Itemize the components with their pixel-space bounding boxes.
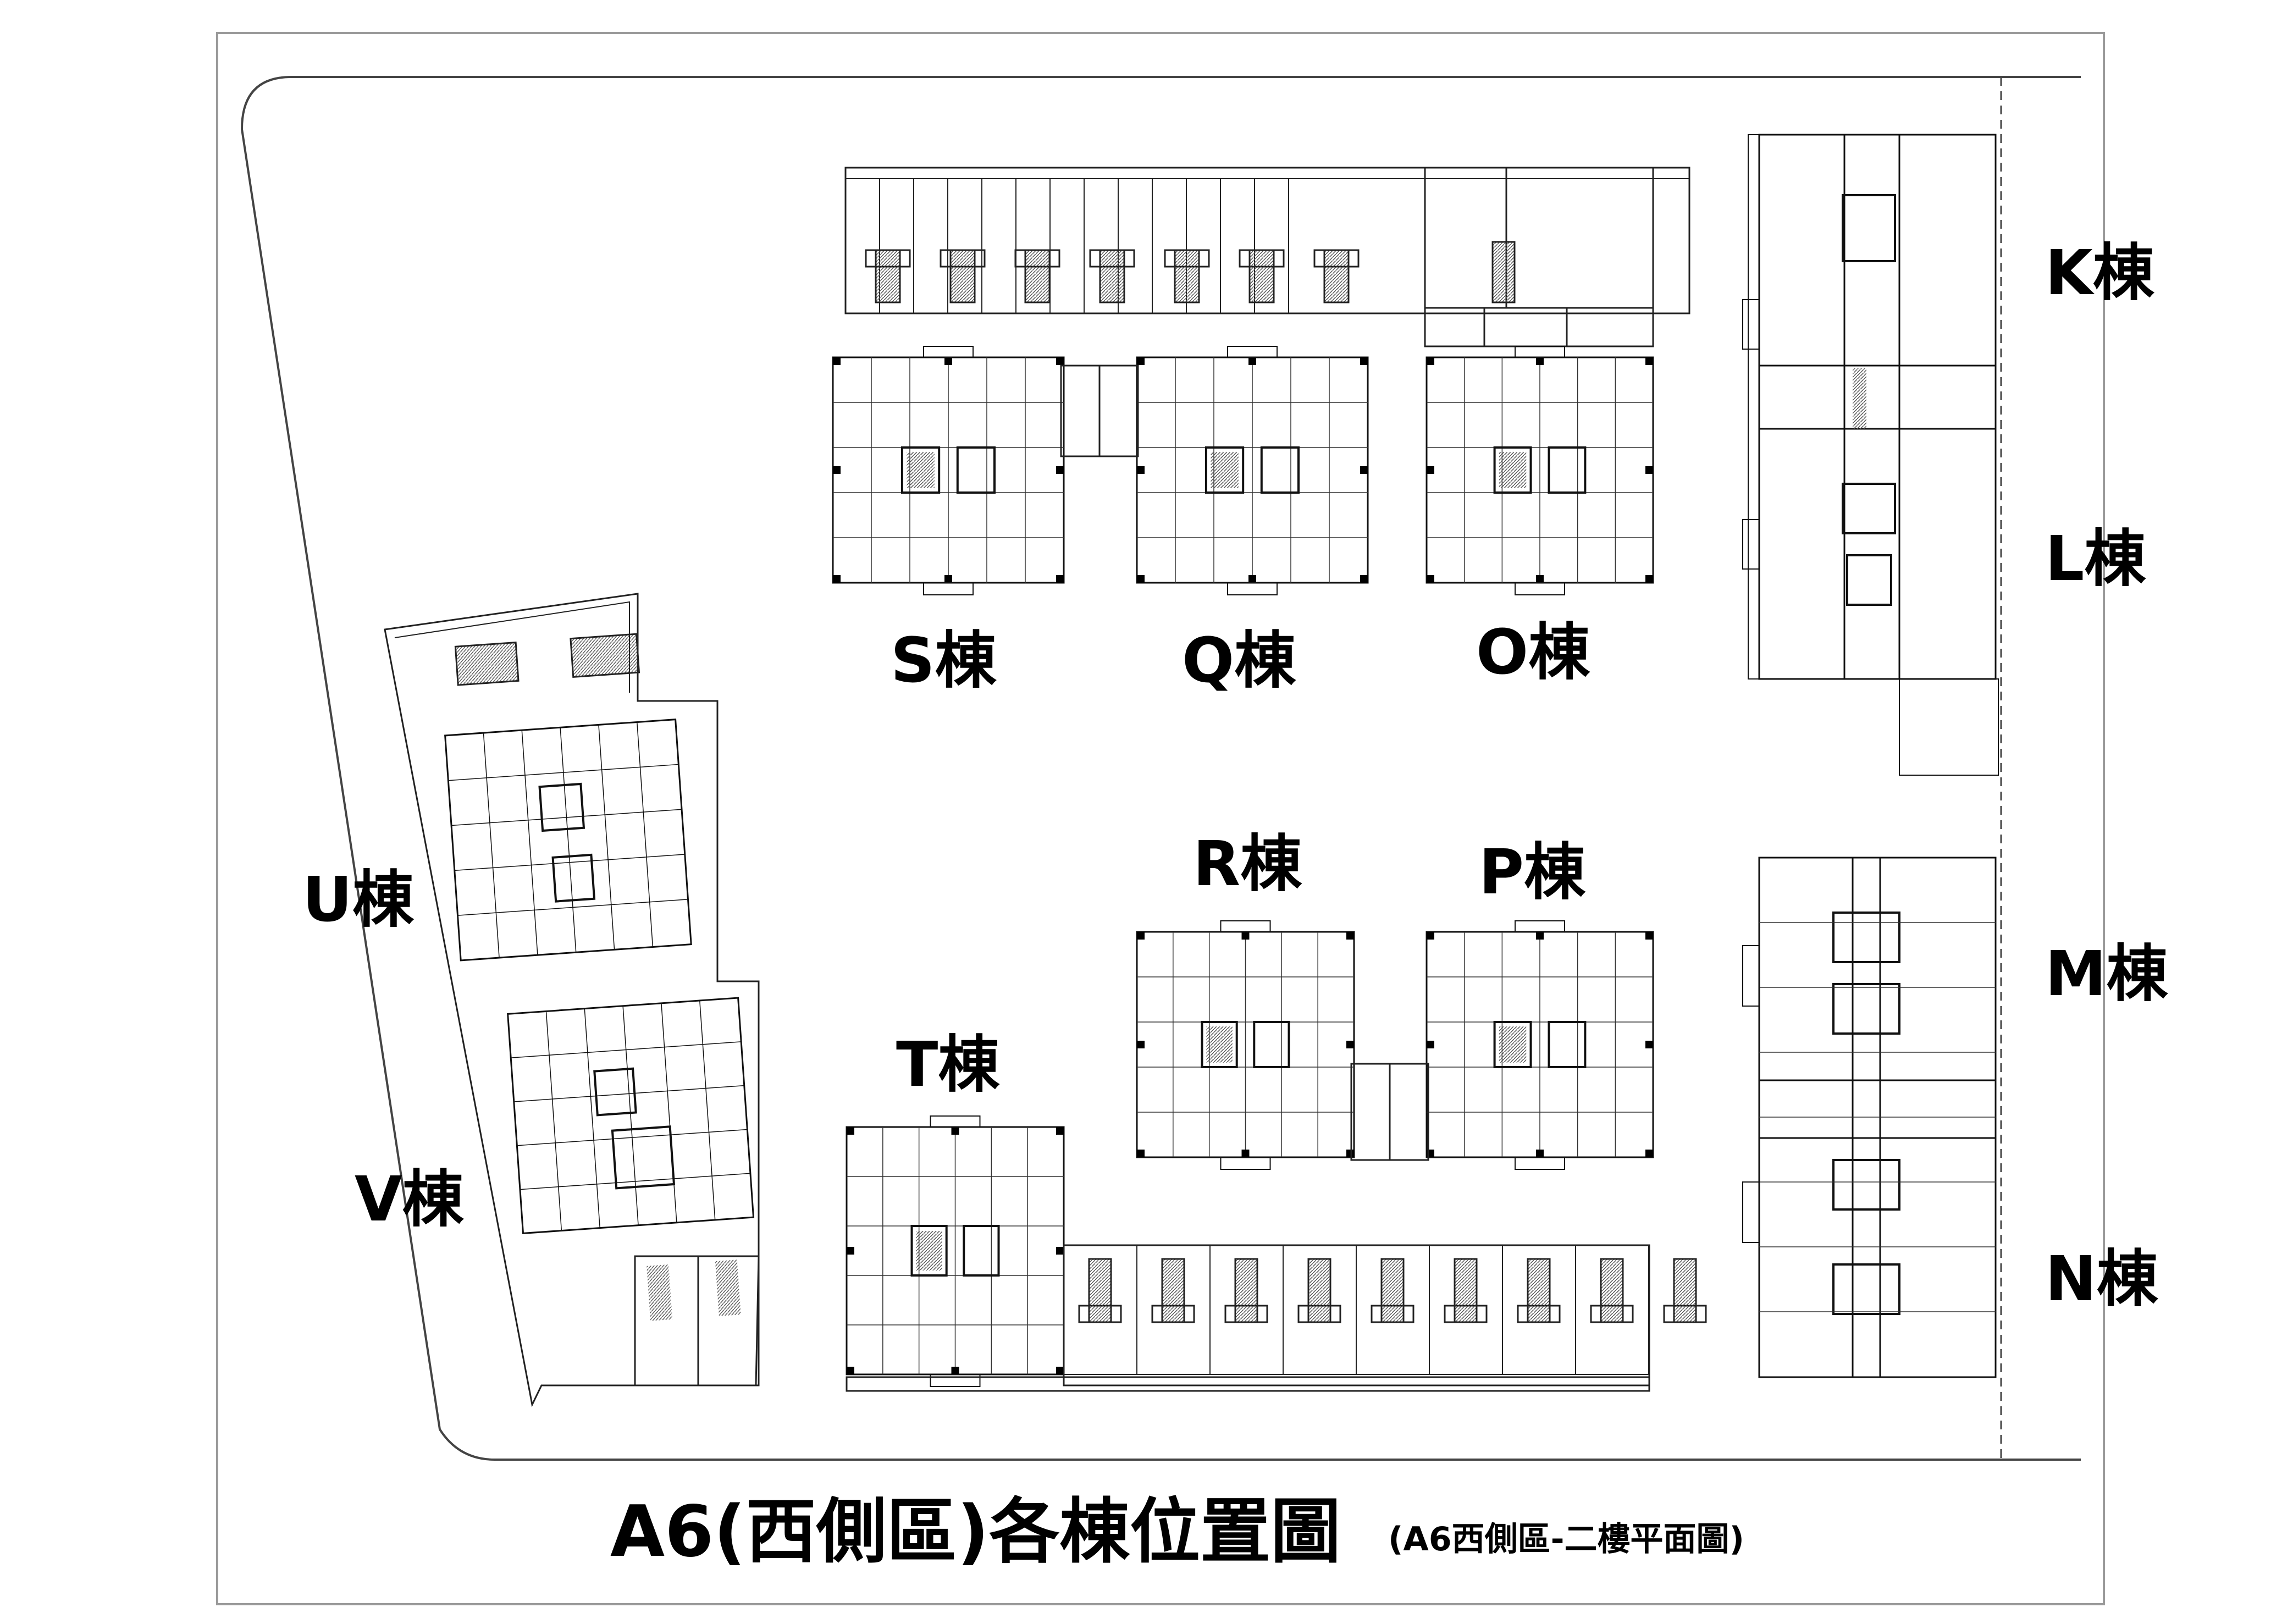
- label-m: M棟: [2045, 938, 2168, 1010]
- connectors: [1060, 364, 1429, 1161]
- page-title: A6(西側區)各棟位置圖: [610, 1491, 1341, 1573]
- building-labels: K棟 L棟 M棟 N棟 O棟 P棟 Q棟 R棟 S棟 T棟 U棟 V棟 A6(西…: [302, 237, 2168, 1573]
- shop-stair: [1517, 1258, 1561, 1323]
- tower-p: [1425, 920, 1654, 1170]
- shop-row-south: [846, 1244, 1707, 1392]
- shop-stair: [1151, 1258, 1195, 1323]
- shop-stair: [1444, 1258, 1488, 1323]
- label-o: O棟: [1476, 617, 1590, 688]
- site-boundary: [240, 76, 2081, 1461]
- label-p: P棟: [1479, 837, 1586, 908]
- label-v: V棟: [355, 1164, 465, 1235]
- tower-v: [507, 997, 755, 1321]
- label-l: L棟: [2045, 523, 2146, 595]
- tower-u: [444, 633, 692, 962]
- shop-stair: [1239, 249, 1285, 303]
- label-u: U棟: [302, 864, 415, 936]
- tower-kl: [1742, 134, 1999, 776]
- shop-stair: [1078, 1258, 1122, 1323]
- tower-r: [1136, 920, 1355, 1170]
- shop-stair: [1590, 1258, 1634, 1323]
- label-n: N棟: [2045, 1244, 2159, 1315]
- label-r: R棟: [1193, 828, 1302, 900]
- shop-stair: [1371, 1258, 1415, 1323]
- shop-stair: [1014, 249, 1060, 303]
- tower-o: [1425, 346, 1654, 595]
- label-q: Q棟: [1182, 625, 1296, 697]
- uv-complex-outline: [384, 593, 760, 1407]
- tower-mn: [1742, 857, 1997, 1378]
- label-t: T棟: [896, 1029, 1000, 1101]
- shop-block-o-north: [1424, 167, 1654, 347]
- shop-row-north: [844, 167, 1690, 314]
- shop-stair: [1663, 1258, 1707, 1323]
- shop-stair: [1164, 249, 1210, 303]
- page-subtitle: (A6西側區-二樓平面圖): [1388, 1520, 1744, 1559]
- shop-stair: [940, 249, 986, 303]
- shop-stair: [1297, 1258, 1341, 1323]
- tower-q: [1136, 346, 1369, 595]
- label-k: K棟: [2045, 237, 2155, 309]
- shop-stair: [1089, 249, 1135, 303]
- shop-stair: [1224, 1258, 1268, 1323]
- shop-stair: [865, 249, 911, 303]
- tower-s: [832, 346, 1065, 595]
- tower-t: [846, 1115, 1065, 1387]
- shop-stair: [1313, 249, 1360, 303]
- label-s: S棟: [891, 625, 997, 697]
- drawing-frame: [216, 32, 2105, 1605]
